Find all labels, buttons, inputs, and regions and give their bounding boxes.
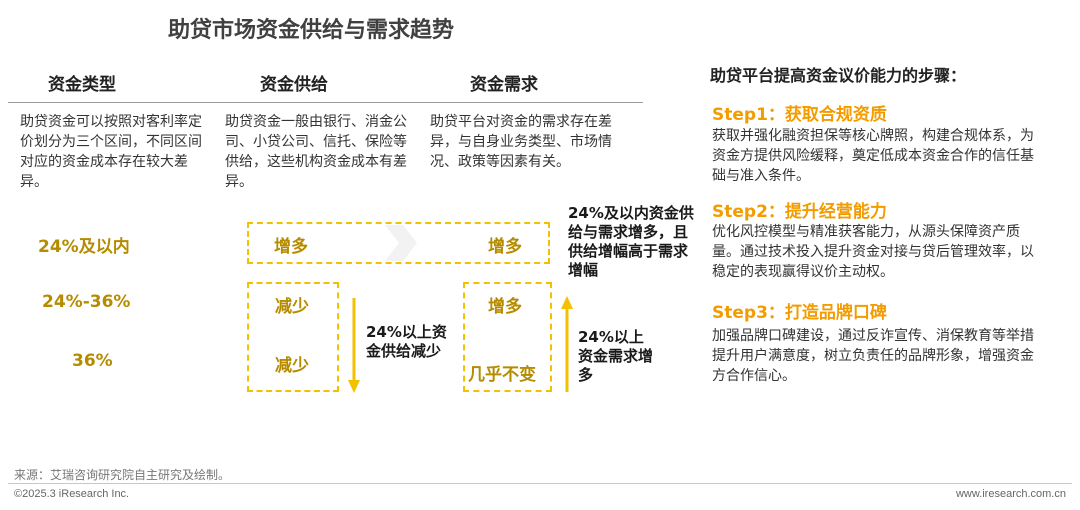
step2-title: Step2：提升经营能力 [712,202,887,222]
steps-title: 助贷平台提高资金议价能力的步骤： [710,66,967,85]
row2-demand-value: 增多 [488,297,522,317]
step2-text: 优化风控模型与精准获客能力，从源头保障资产质量。通过技术投入提升资金对接与贷后管… [712,224,1034,280]
source-note: 来源：艾瑞咨询研究院自主研究及绘制。 [14,468,231,482]
row1-dashed-box [247,222,550,264]
row3-supply-value: 减少 [275,356,309,376]
page-title: 助贷市场资金供给与需求趋势 [168,18,455,43]
column-header-type: 资金类型 [48,75,116,95]
description-supply: 助贷资金一般由银行、消金公司、小贷公司、信托、保险等供给，这些机构资金成本有差异… [225,114,407,190]
demand-dashed-box [463,282,552,392]
copyright: ©2025.3 iResearch Inc. [14,488,130,500]
step1-text: 获取并强化融资担保等核心牌照，构建合规体系，为资金方提供风险缓释，奠定低成本资金… [712,128,1034,184]
supply-dashed-box [247,282,339,392]
row1-demand-value: 增多 [488,237,522,257]
arrow-down-icon [348,298,360,393]
row-label-3: 36% [72,351,113,371]
column-header-supply: 资金供给 [260,75,328,95]
row2-supply-value: 减少 [275,297,309,317]
demand-arrow-note: 24%以上资金需求增多 [578,328,654,384]
header-divider [8,102,643,103]
website-link[interactable]: www.iresearch.com.cn [955,488,1066,500]
description-demand: 助贷平台对资金的需求存在差异，与自身业务类型、市场情况、政策等因素有关。 [430,114,612,170]
row3-demand-value: 几乎不变 [468,365,536,385]
row1-supply-value: 增多 [274,237,308,257]
chevron-right-icon [385,225,417,261]
row-label-1: 24%及以内 [38,237,130,257]
step3-text: 加强品牌口碑建设，通过反诈宣传、消保教育等举措提升用户满意度，树立负责任的品牌形… [712,328,1034,384]
step3-title: Step3：打造品牌口碑 [712,303,887,323]
row1-note: 24%及以内资金供给与需求增多，且供给增幅高于需求增幅 [568,204,694,279]
row-label-2: 24%-36% [42,292,131,312]
step1-title: Step1：获取合规资质 [712,105,887,125]
column-header-demand: 资金需求 [470,75,538,95]
footer-divider [8,483,1072,484]
description-type: 助贷资金可以按照对客利率定价划分为三个区间，不同区间对应的资金成本存在较大差异。 [20,114,202,190]
supply-arrow-note: 24%以上资金供给减少 [366,323,447,360]
arrow-up-icon [561,296,573,392]
